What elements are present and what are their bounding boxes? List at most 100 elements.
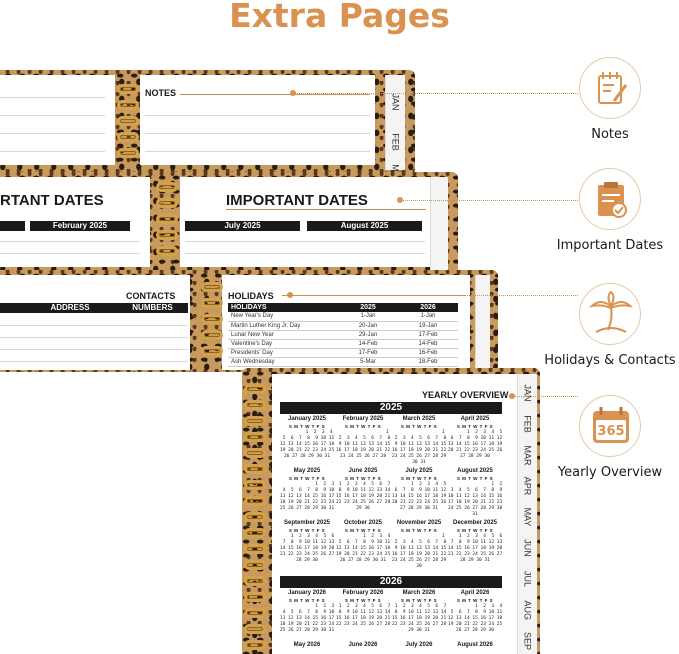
week-row: 12 13 14 15 16 17 18 xyxy=(336,546,391,551)
spiral-ring xyxy=(117,100,139,110)
holiday-date: 19-Jan xyxy=(398,321,458,331)
week-row: 21 22 23 24 25 26 27 xyxy=(448,552,503,557)
week-row: 20 21 22 23 24 25 26 xyxy=(392,500,447,505)
palm-tree-icon xyxy=(579,283,641,345)
spiral-ring xyxy=(244,608,266,618)
tab-feb[interactable]: FEB xyxy=(390,133,401,151)
tab-jul[interactable]: JUL xyxy=(522,570,533,587)
feature-label: Notes xyxy=(591,127,629,142)
week-row: 25 26 27 28 29 30 31 xyxy=(280,628,335,633)
holidays-col-2025: 2025 xyxy=(338,303,398,312)
month-name: April 2025 xyxy=(460,416,490,422)
holiday-date: 17-Feb xyxy=(338,348,398,358)
week-row: 1 xyxy=(337,430,389,435)
weekday-header: S M T W T F S xyxy=(456,528,494,533)
holidays-col-2026: 2026 xyxy=(398,303,458,312)
week-row: 18 19 20 21 22 23 24 xyxy=(280,622,335,627)
calendar-365-text: 365 xyxy=(597,424,624,439)
week-row: 2 3 4 5 6 7 8 xyxy=(336,436,391,441)
week-row: 23 24 25 26 27 28 29 xyxy=(392,454,447,459)
holiday-date: 5-Mar xyxy=(338,357,398,367)
month-name: May 2026 xyxy=(293,642,321,648)
feature-important-dates: Important Dates xyxy=(540,168,679,253)
tab-may[interactable]: MAY xyxy=(522,507,533,527)
month-name: March 2026 xyxy=(402,590,436,596)
important-dates-left-page: RTANT DATES February 2025 xyxy=(0,177,150,267)
week-row: 18 19 20 21 22 23 24 xyxy=(280,500,335,505)
month-header: August 2025 xyxy=(307,221,422,231)
connector-dot xyxy=(290,90,296,96)
week-row: 5 6 7 8 9 10 11 xyxy=(448,610,503,615)
feature-label: Yearly Overview xyxy=(557,465,663,480)
week-row: 27 28 29 30 xyxy=(460,454,490,459)
tab-jun[interactable]: JUN xyxy=(522,539,533,557)
month-name: February 2026 xyxy=(342,590,384,596)
holiday-date: 16-Feb xyxy=(398,348,458,358)
week-row: 13 14 15 16 17 18 19 xyxy=(448,442,503,447)
week-row: 2 3 4 5 6 7 8 xyxy=(392,540,447,545)
month-name: September 2025 xyxy=(283,520,331,526)
week-row: 17 18 19 20 21 22 23 xyxy=(448,500,503,505)
month-header: July 2025 xyxy=(185,221,300,231)
tab-jan[interactable]: JAN xyxy=(522,384,533,402)
holidays-page: HOLIDAYS HOLIDAYS 2025 2026 New Year's D… xyxy=(222,275,470,370)
tab-feb[interactable]: FEB xyxy=(522,415,533,433)
week-row: 30 31 xyxy=(412,460,426,465)
weekday-header: S M T W T F S xyxy=(456,476,494,481)
week-row: 1 2 3 4 5 6 7 xyxy=(336,482,391,487)
connector-line xyxy=(400,200,578,201)
contacts-page: CONTACTS ADDRESS NUMBERS xyxy=(0,275,190,370)
spiral-ring xyxy=(117,148,139,158)
week-row: 9 10 11 12 13 14 15 xyxy=(392,546,447,551)
tab-aug[interactable]: AUG xyxy=(522,600,533,621)
important-dates-right-page: IMPORTANT DATES July 2025 August 2025 xyxy=(180,177,430,267)
month-name: December 2025 xyxy=(452,520,498,526)
week-row: 4 5 6 7 8 9 10 xyxy=(280,488,335,493)
notes-left-page xyxy=(0,75,115,165)
week-row: 23 24 25 26 27 28 29 xyxy=(392,558,447,563)
week-row: 11 12 13 14 15 16 17 xyxy=(280,494,335,499)
week-row: 9 10 11 12 13 14 15 xyxy=(392,442,447,447)
important-dates-planner: RTANT DATES February 2025 IMPORTANT DATE… xyxy=(0,172,458,274)
weekday-header: S M T W T F S xyxy=(400,528,438,533)
clipboard-check-icon xyxy=(579,168,641,230)
tab-apr[interactable]: APR xyxy=(522,476,533,496)
week-row: 1 2 3 4 xyxy=(336,534,391,539)
week-row: 3 4 5 6 7 8 9 xyxy=(448,488,503,493)
weekday-header: S M T W T F S xyxy=(456,424,494,429)
contacts-title: CONTACTS xyxy=(126,291,176,301)
month-calendar: June 2026 xyxy=(336,642,390,650)
year-header: 2025 xyxy=(280,402,502,414)
month-name: April 2026 xyxy=(460,590,490,596)
weekday-header: S M T W T F S xyxy=(288,528,326,533)
spiral-ring xyxy=(244,496,266,506)
spiral-ring xyxy=(244,512,266,522)
week-row: 16 17 18 19 20 21 22 xyxy=(392,448,447,453)
week-row: 1 2 3 xyxy=(280,604,335,609)
tab-mar[interactable]: MAR xyxy=(522,445,533,466)
weekday-header: S M T W T F S xyxy=(288,424,326,429)
tab-sep[interactable]: SEP xyxy=(522,631,533,650)
week-row: 29 30 xyxy=(356,506,370,511)
feature-notes: Notes xyxy=(540,57,679,142)
week-row: 20 21 22 23 24 25 26 xyxy=(448,448,503,453)
month-name: July 2025 xyxy=(405,468,433,474)
week-row: 16 17 18 19 20 21 22 xyxy=(392,552,447,557)
week-row: 22 23 24 25 26 27 28 xyxy=(392,622,447,627)
weekday-header: S M T W T F S xyxy=(344,424,382,429)
spiral-ring xyxy=(156,246,178,256)
week-row: 15 16 17 18 19 20 21 xyxy=(336,494,391,499)
notes-icon xyxy=(579,57,641,119)
holiday-name: Presidents' Day xyxy=(228,348,338,358)
tab-jan[interactable]: JAN xyxy=(390,93,401,111)
holiday-name: Martin Luther King Jr. Day xyxy=(228,321,338,331)
week-row: 12 13 14 15 16 17 18 xyxy=(448,616,503,621)
holiday-date: 14-Feb xyxy=(398,339,458,349)
spiral-ring xyxy=(244,624,266,634)
